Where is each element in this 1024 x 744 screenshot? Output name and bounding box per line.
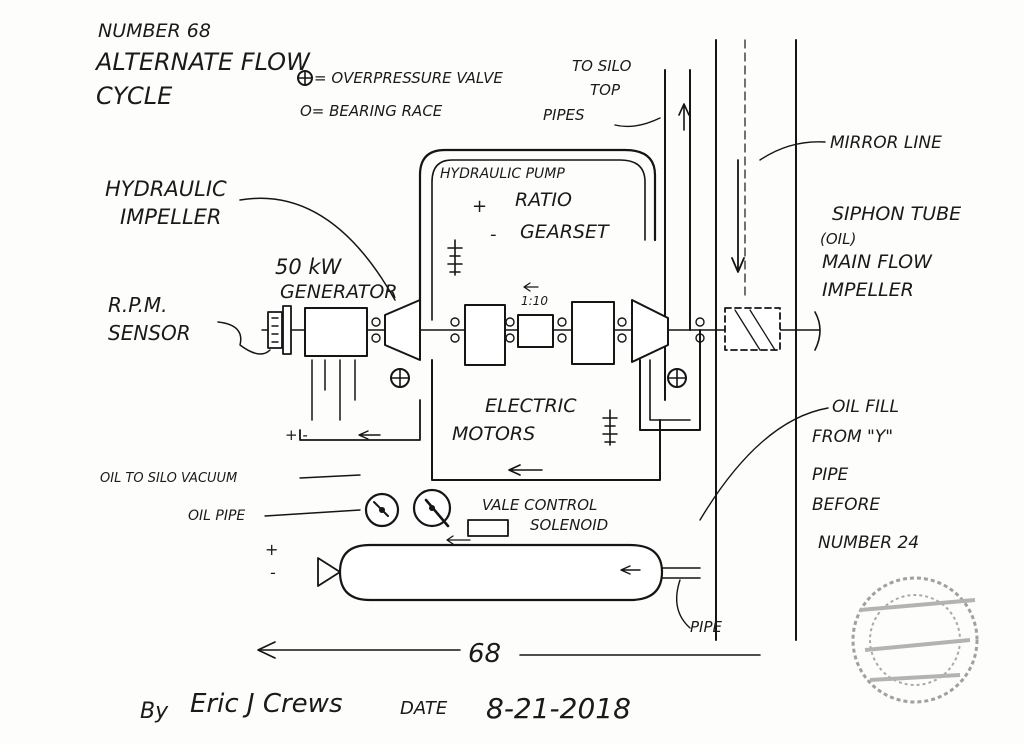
electric-motors-label-1: ELECTRIC [485, 395, 577, 417]
main-flow-impeller [724, 307, 821, 351]
valve-control-label-2: SOLENOID [530, 516, 608, 534]
oil-fill-label-3: PIPE [812, 465, 849, 485]
leader-mirror [759, 141, 826, 161]
signature-by: By [140, 699, 169, 724]
oil-tank [317, 543, 701, 602]
electric-motor-2 [571, 301, 615, 365]
oil-fill-label-2: FROM "Y" [812, 427, 893, 447]
mirror-line-label: MIRROR LINE [830, 133, 942, 153]
siphon-tube-verticals [715, 39, 797, 641]
hydraulic-impeller [384, 299, 421, 361]
leader-rpm [217, 321, 271, 355]
ratio-label: 1:10 [521, 294, 548, 308]
leader-silo [614, 117, 661, 128]
siphon-tube-label-2: (OIL) [820, 230, 856, 248]
leader-impeller [239, 197, 396, 301]
hydraulic-pump-housing [418, 148, 661, 481]
overpressure-valve-right-icon [667, 368, 687, 388]
oil-fill-label-5: NUMBER 24 [818, 533, 919, 553]
valve-right-icon [412, 488, 452, 528]
siphon-tube-label-1: SIPHON TUBE [832, 203, 961, 225]
hydraulic-pump-label: HYDRAULIC PUMP [440, 166, 565, 182]
leader-oil-fill [699, 407, 829, 521]
valve-control-label-1: VALE CONTROL [482, 496, 597, 514]
legend-bearing-race: O= BEARING RACE [300, 102, 443, 120]
oil-return-line [299, 399, 421, 441]
notary-stamp-icon [851, 576, 979, 704]
rpm-sensor-label-2: SENSOR [108, 321, 191, 345]
plus-sign: + [472, 196, 487, 217]
generator-label-2: GENERATOR [280, 281, 398, 303]
electric-motor-1 [464, 304, 506, 366]
legend-overpressure: = OVERPRESSURE VALVE [314, 69, 503, 87]
drawing-number: NUMBER 68 [98, 20, 211, 42]
ratio-gearset-label-1: RATIO [515, 189, 572, 211]
rpm-sensor-icon [267, 305, 292, 355]
hydraulic-impeller-label-1: HYDRAULIC [105, 177, 227, 201]
battery-symbols [447, 239, 618, 446]
hydraulic-pump [631, 299, 669, 363]
dimension-value: 68 [468, 639, 501, 669]
main-flow-label-1: MAIN FLOW [822, 251, 933, 273]
polarity-markers-tank: + [265, 540, 278, 559]
polarity-minus-tank: - [270, 563, 276, 582]
valve-control-solenoid [467, 519, 509, 537]
electric-motors-label-2: MOTORS [452, 423, 535, 445]
title-line-2: CYCLE [96, 82, 173, 110]
silo-top-label-3: PIPES [543, 106, 585, 124]
minus-sign: - [490, 224, 497, 245]
silo-top-label-2: TOP [590, 81, 621, 99]
overpressure-valve-left-icon [390, 368, 410, 388]
polarity-markers-left: + - [285, 426, 308, 444]
silo-top-label-1: TO SILO [572, 57, 632, 75]
generator-label-1: 50 kW [275, 255, 343, 279]
oil-fill-label-4: BEFORE [812, 495, 880, 515]
ratio-gearset-label-2: GEARSET [520, 221, 610, 243]
generator [304, 307, 368, 421]
pipe-label: PIPE [690, 618, 723, 636]
signature-name: Eric J Crews [190, 689, 342, 719]
oil-fill-label-1: OIL FILL [832, 397, 899, 417]
dimension-line [257, 641, 761, 659]
bearing-races [371, 317, 705, 343]
hydraulic-impeller-label-2: IMPELLER [120, 205, 222, 229]
date-label: DATE [400, 698, 448, 719]
ratio-gearset [517, 314, 554, 348]
date-value: 8-21-2018 [486, 692, 631, 725]
main-flow-label-2: IMPELLER [822, 279, 914, 301]
overpressure-valve-symbol-icon [297, 70, 313, 86]
rpm-sensor-label-1: R.P.M. [108, 293, 168, 317]
title-line-1: ALTERNATE FLOW [94, 48, 311, 76]
oil-pipe-label: OIL PIPE [188, 508, 245, 524]
valve-left-icon [364, 492, 400, 528]
oil-to-silo-vacuum-label: OIL TO SILO VACUUM [100, 471, 237, 486]
